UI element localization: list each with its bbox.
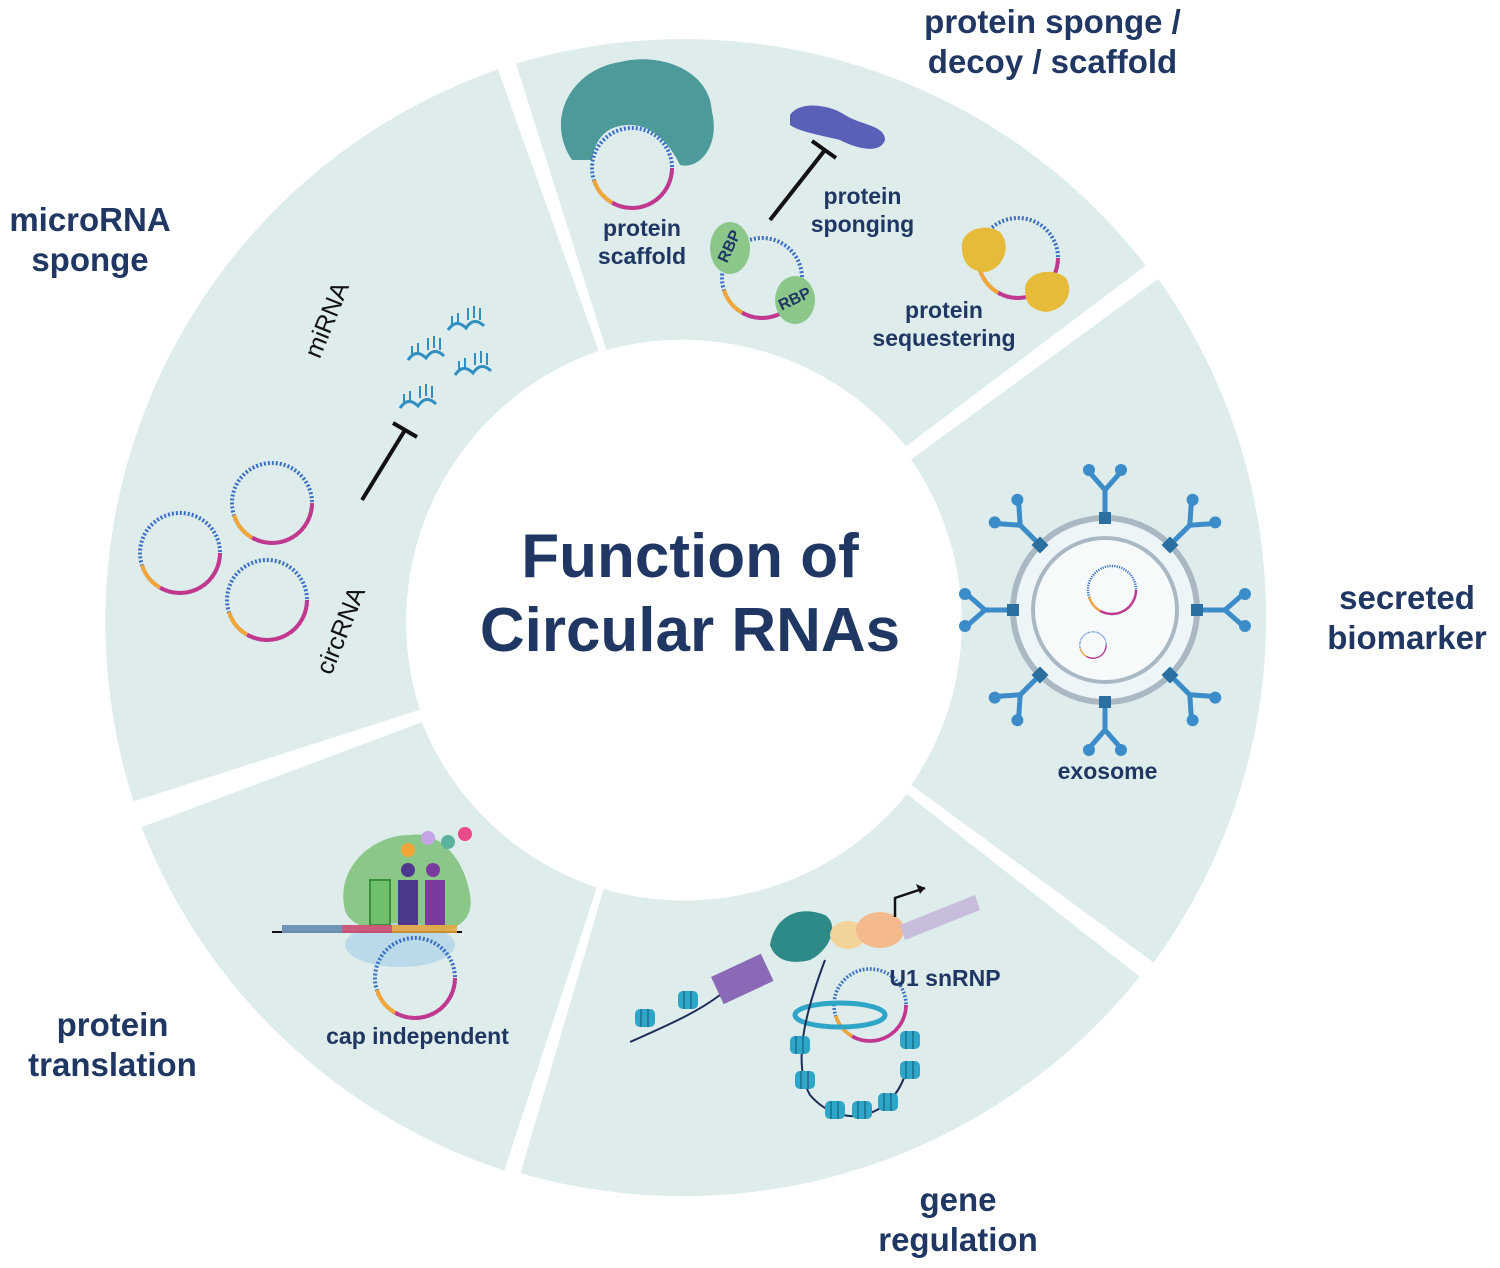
nucleosome-icon [677, 990, 699, 1010]
label-u1-snrnp: U1 snRNP [889, 965, 1001, 991]
label-protein-sponging: protein sponging [810, 183, 915, 237]
heading-secreted-biomarker: secreted biomarker [1327, 579, 1487, 656]
mirna-illustration [138, 304, 493, 642]
label-protein-scaffold: protein scaffold [597, 215, 687, 269]
heading-gene-regulation: gene regulation [878, 1181, 1038, 1258]
protein-scaffold-icon [560, 59, 714, 210]
title-line-2: Circular RNAs [479, 596, 901, 666]
segment-microrna-sponge [105, 69, 599, 802]
rbp-icon [775, 276, 815, 324]
inhibition-icon [360, 428, 407, 502]
segment-gene-regulation [520, 794, 1140, 1197]
nucleosome-icon [634, 1008, 656, 1028]
gene-regulation-illustration [629, 884, 980, 1120]
inhibition-icon [768, 148, 827, 222]
protein-sequestering-icon [961, 216, 1070, 312]
label-cap-independent: cap independent [326, 1023, 509, 1049]
rbp-circ-icon [710, 222, 815, 324]
heading-protein-translation: protein translation [28, 1006, 197, 1083]
protein-purple-icon [790, 105, 885, 149]
rbp-icon [710, 222, 750, 274]
label-protein-sequestering: protein sequestering [872, 297, 1016, 351]
label-exosome: exosome [1057, 758, 1158, 784]
heading-protein-sponge: protein sponge / decoy / scaffold [924, 3, 1181, 80]
heading-microrna-sponge: microRNA sponge [9, 201, 171, 278]
ribosome-icon [272, 827, 472, 1020]
title-line-1: Function of [521, 522, 859, 591]
protein-sponge-illustration [560, 59, 1070, 324]
page-title: Function of Circular RNAs [440, 520, 940, 669]
exosome-icon [959, 464, 1251, 756]
